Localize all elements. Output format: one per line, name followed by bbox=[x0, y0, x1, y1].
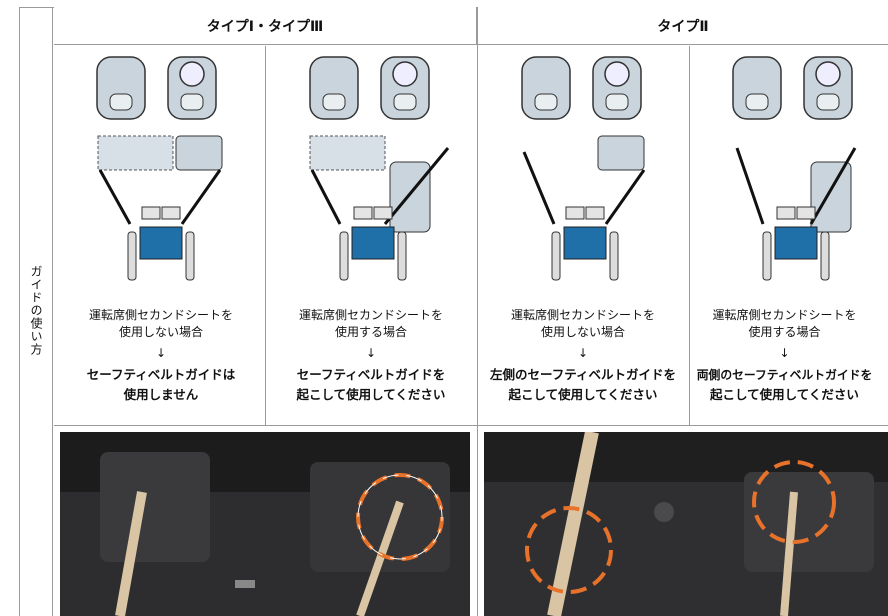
cell-4: 運転席側セカンドシートを 使用する場合 ↓ 両側のセーフティベルトガイドを 起こ… bbox=[682, 307, 887, 405]
down-arrow-icon: ↓ bbox=[577, 346, 589, 360]
side-column: ガイドの使い方 bbox=[19, 7, 53, 616]
diagram-type13-used bbox=[309, 56, 450, 281]
header-type-1-3: タイプⅠ・タイプⅢ bbox=[54, 7, 477, 45]
down-arrow-icon: ↓ bbox=[155, 346, 167, 360]
down-arrow-icon: ↓ bbox=[365, 346, 377, 360]
condition-line: 使用する場合 bbox=[334, 325, 407, 339]
result-line: セーフティベルトガイドは bbox=[86, 367, 236, 382]
result-line: 起こして使用してください bbox=[710, 387, 859, 402]
seat-icon bbox=[96, 56, 217, 120]
result-line: セーフティベルトガイドを bbox=[296, 367, 446, 382]
condition-line: 運転席側セカンドシートを bbox=[88, 308, 233, 322]
result-line: 起こして使用してください bbox=[296, 387, 446, 402]
cell-2: 運転席側セカンドシートを 使用する場合 ↓ セーフティベルトガイドを 起こして使… bbox=[266, 307, 476, 405]
condition-line: 使用しない場合 bbox=[540, 325, 625, 339]
cell-3: 運転席側セカンドシートを 使用しない場合 ↓ 左側のセーフティベルトガイドを 起… bbox=[478, 307, 688, 405]
divider bbox=[477, 7, 478, 616]
side-label: ガイドの使い方 bbox=[29, 265, 43, 356]
divider bbox=[689, 46, 690, 426]
photo-floor-type2 bbox=[484, 432, 888, 616]
condition-line: 使用する場合 bbox=[748, 325, 821, 339]
down-arrow-icon: ↓ bbox=[779, 346, 790, 360]
condition-line: 使用しない場合 bbox=[118, 325, 203, 339]
diagram-type2-unused bbox=[521, 56, 646, 281]
diagram-type2-used bbox=[732, 56, 857, 281]
wheelchair-icon bbox=[127, 206, 195, 281]
result-line: 使用しません bbox=[123, 387, 199, 402]
divider bbox=[54, 425, 888, 426]
photo-floor-type13 bbox=[60, 432, 470, 616]
condition-line: 運転席側セカンドシートを bbox=[298, 308, 443, 322]
condition-line: 運転席側セカンドシートを bbox=[712, 308, 857, 322]
cell-1: 運転席側セカンドシートを 使用しない場合 ↓ セーフティベルトガイドは 使用しま… bbox=[56, 307, 266, 405]
result-line: 両側のセーフティベルトガイドを bbox=[696, 368, 873, 382]
result-line: 起こして使用してください bbox=[508, 387, 658, 402]
result-line: 左側のセーフティベルトガイドを bbox=[489, 367, 676, 382]
diagram-type13-unused bbox=[96, 56, 223, 281]
divider bbox=[265, 46, 266, 426]
condition-line: 運転席側セカンドシートを bbox=[510, 308, 655, 322]
header-type-2: タイプⅡ bbox=[478, 7, 888, 45]
